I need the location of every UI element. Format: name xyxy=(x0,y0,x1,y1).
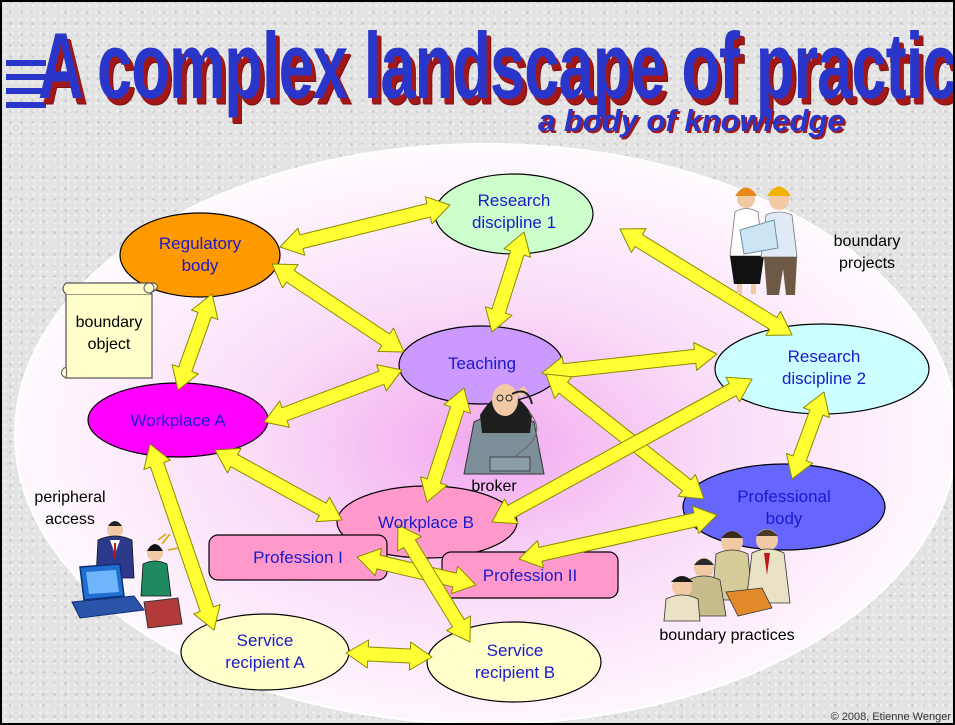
broker-woman-icon xyxy=(463,384,545,475)
service-recipient-b-label: Service recipient B xyxy=(474,641,556,682)
arrow-workplace-a-to-teaching xyxy=(263,364,403,428)
arrow-workplace-b-to-service-b xyxy=(397,524,471,643)
peripheral-access-people-icon xyxy=(71,521,183,629)
arrow-professional-to-profession-2 xyxy=(518,505,718,569)
regulatory-body-label: Regulatory body xyxy=(158,234,242,275)
boundary-object-label: boundary object xyxy=(75,314,143,353)
arrow-profession-1-to-profession-2 xyxy=(356,547,477,595)
peripheral-access-label: peripheral access xyxy=(34,489,106,528)
arrow-teaching-to-professional xyxy=(545,373,705,500)
boundary-projects-people-icon xyxy=(729,186,798,295)
arrow-research1-to-research2 xyxy=(619,228,793,336)
arrow-research1-to-teaching xyxy=(484,231,532,333)
broker-label: broker xyxy=(471,478,517,495)
boundary-projects-label: boundary projects xyxy=(833,233,901,272)
connection-arrows xyxy=(143,196,830,671)
boundary-practices-people-icon xyxy=(663,529,791,622)
slide-title: A complex landscape of practices xyxy=(38,13,955,119)
slide-subtitle: a body of knowledge xyxy=(538,103,845,138)
workplace-a-label: Workplace A xyxy=(130,411,226,430)
arrow-regulatory-to-teaching xyxy=(271,263,405,353)
regulatory-body-node xyxy=(119,212,281,298)
professional-body-label: Professional body xyxy=(737,487,831,528)
research-discipline-2-label: Research discipline 2 xyxy=(781,347,867,388)
boundary-practices-label: boundary practices xyxy=(659,627,795,644)
profession-1-label: Profession I xyxy=(253,548,343,567)
scroll-icon xyxy=(60,282,159,379)
arrow-workplace-a-to-workplace-b xyxy=(214,447,343,523)
professional-body-node xyxy=(682,463,886,551)
profession-2-label: Profession II xyxy=(482,566,578,585)
service-recipient-a-label: Service recipient A xyxy=(225,631,305,672)
arrow-service-a-to-service-b xyxy=(345,639,433,671)
teaching-label: Teaching xyxy=(447,354,517,373)
workplace-b-label: Workplace B xyxy=(377,513,475,532)
arrow-workplace-a-to-service-a xyxy=(143,443,221,631)
research-discipline-1-label: Research discipline 1 xyxy=(471,191,557,232)
arrow-research2-to-workplace-b xyxy=(491,376,753,525)
copyright-notice: © 2008, Etienne Wenger xyxy=(830,711,951,723)
arrow-research2-to-professional xyxy=(786,391,830,480)
arrow-regulatory-to-research1 xyxy=(279,196,451,256)
arrow-regulatory-to-workplace-a xyxy=(171,293,219,391)
arrow-teaching-to-workplace-b xyxy=(420,387,471,503)
